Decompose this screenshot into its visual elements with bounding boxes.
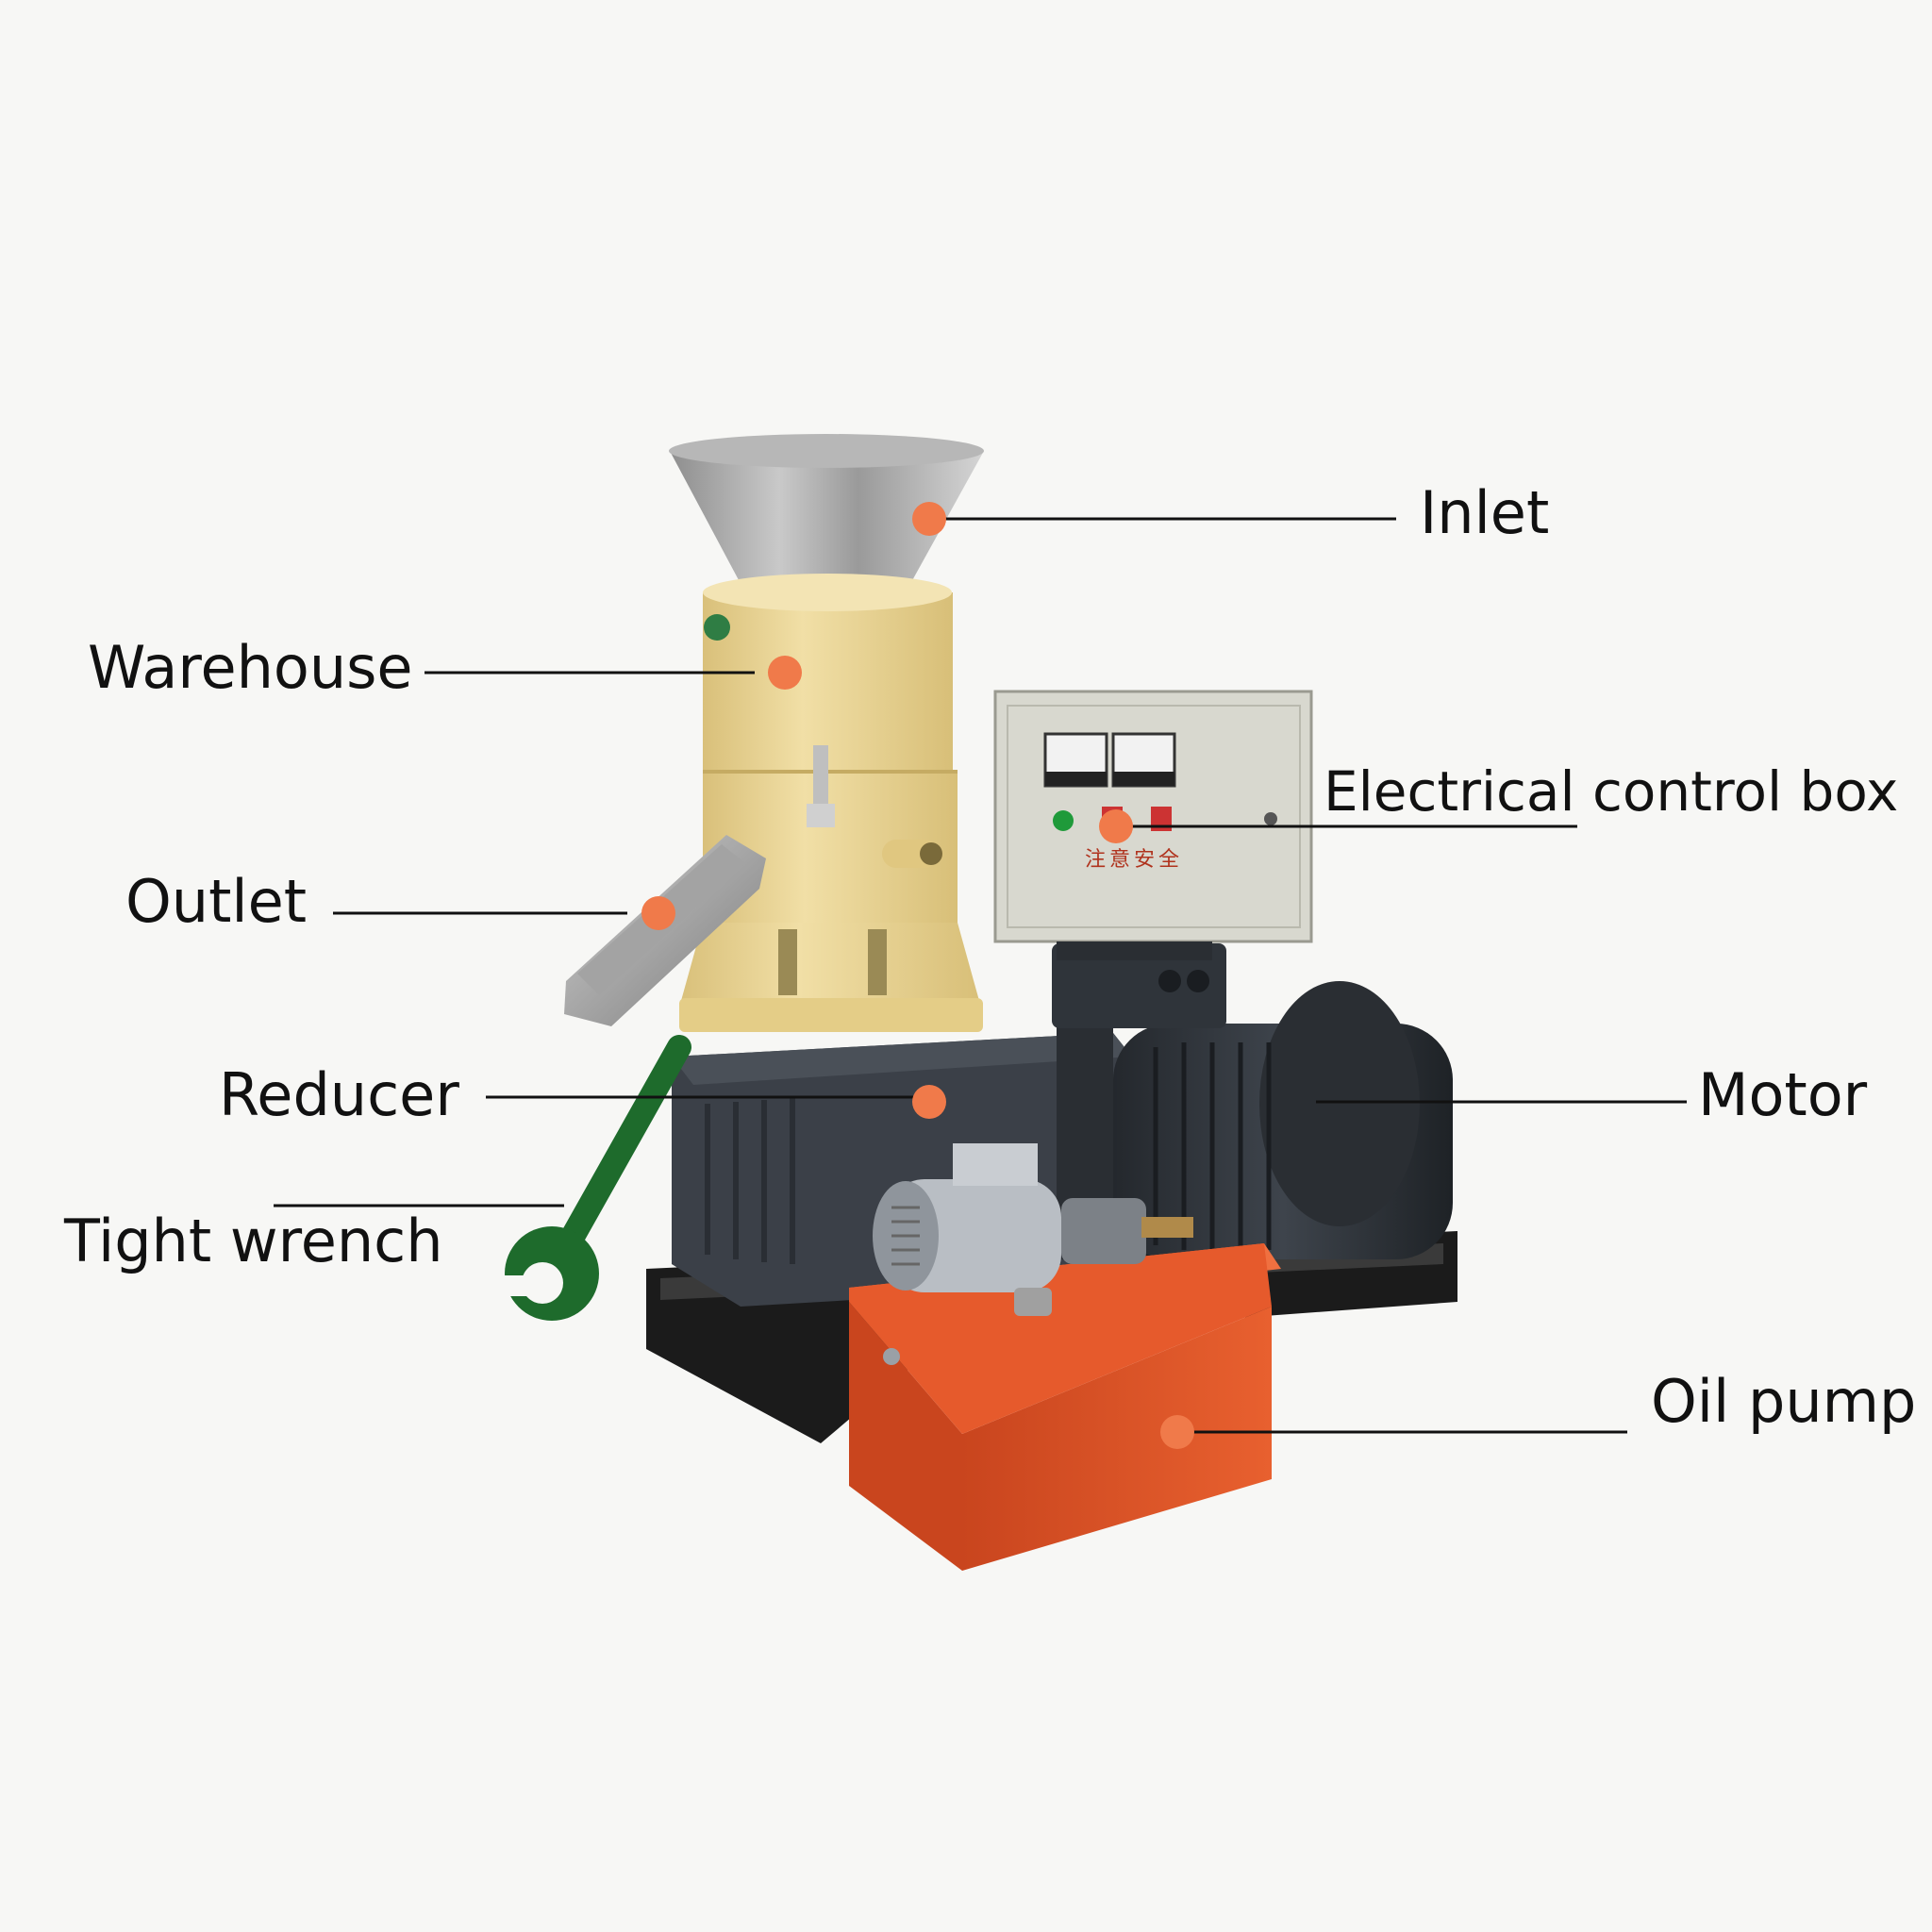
motor-label: Motor: [1698, 1060, 1868, 1129]
inlet-marker: [912, 502, 946, 536]
warehouse-label: Warehouse: [88, 633, 413, 702]
warehouse: [679, 574, 983, 1032]
outlet-marker: [641, 896, 675, 930]
tight-wrench: [491, 1035, 691, 1321]
motor: [1052, 943, 1453, 1259]
electrical-control-box-label: Electrical control box: [1324, 759, 1899, 824]
oil-pump-label: Oil pump: [1651, 1367, 1917, 1436]
electrical-control-box-marker: [1099, 809, 1133, 843]
pump-motor: [873, 1143, 1193, 1292]
tight-wrench-label: Tight wrench: [64, 1207, 443, 1275]
inlet-label: Inlet: [1420, 478, 1550, 547]
reducer-marker: [912, 1085, 946, 1119]
warehouse-marker: [768, 656, 802, 690]
control-panel-caution-text: 注意安全: [1085, 848, 1183, 872]
reducer-label: Reducer: [219, 1060, 459, 1129]
callout-markers: [641, 502, 1194, 1449]
oil-pump-marker: [1160, 1415, 1194, 1449]
leader-lines: [274, 517, 1687, 1434]
oil-pump: [849, 1143, 1281, 1571]
electrical-control-box: 注意安全: [993, 690, 1313, 960]
outlet-label: Outlet: [125, 867, 308, 936]
